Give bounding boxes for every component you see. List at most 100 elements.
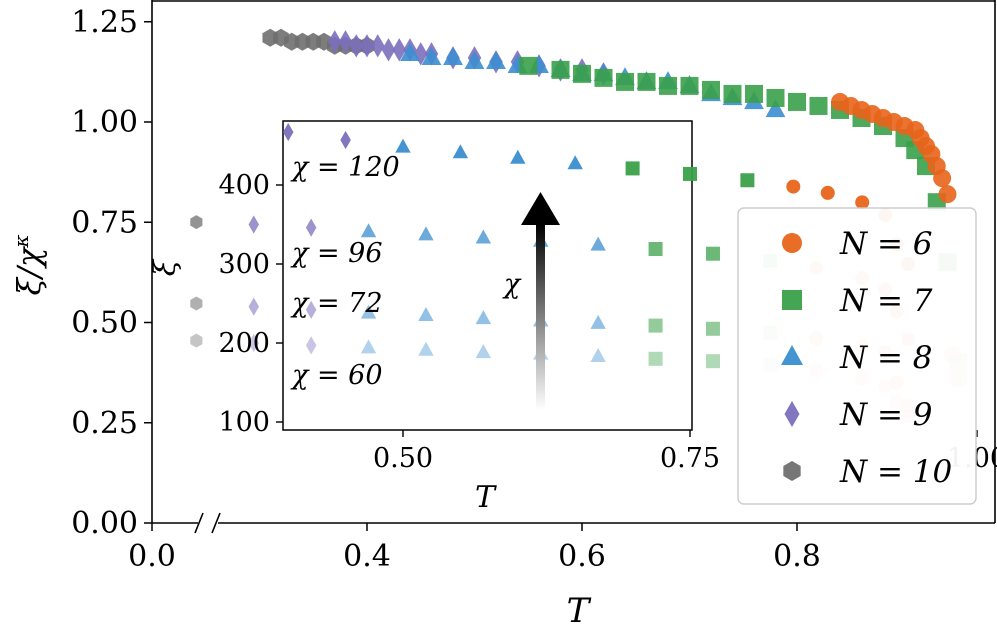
main-x-tick-label: 0.6: [558, 539, 606, 574]
legend-marker-n9: [784, 401, 800, 427]
main-point-n7: [659, 76, 677, 95]
main-point-n9: [338, 30, 353, 54]
main-point-n9: [328, 30, 342, 54]
inset-point-chi-72: [475, 310, 492, 325]
main-point-n9: [381, 38, 396, 62]
inset-point-chi-120: [625, 161, 640, 176]
inset-point-chi-72: [418, 306, 434, 321]
inset-label-chi-60: χ = 60: [290, 360, 383, 391]
main-point-n8: [765, 99, 786, 118]
legend-label: N = 7: [839, 283, 933, 319]
main-y-tick-label: 0.25: [71, 406, 138, 441]
main-point-n7: [702, 80, 720, 99]
inset-point-chi-60: [305, 336, 317, 355]
main-y-axis-label: ξ/χκ: [9, 235, 48, 296]
inset-point-chi-60: [648, 351, 663, 366]
main-point-n9: [371, 34, 385, 58]
legend-label: N = 6: [839, 226, 933, 262]
legend-marker-n7: [782, 290, 802, 310]
legend-box: [737, 207, 977, 505]
inset-point-chi-60: [190, 333, 203, 348]
inset-point-chi-72: [360, 304, 377, 319]
main-y-tick-label: 1.25: [71, 5, 138, 40]
inset-point-chi-96: [190, 215, 203, 230]
inset-y-tick-label: 400: [218, 170, 270, 201]
inset-label-chi-120: χ = 120: [290, 152, 400, 183]
legend-marker-n8: [781, 345, 803, 365]
main-point-n7: [519, 56, 538, 75]
inset-point-chi-120: [740, 173, 755, 188]
inset-point-chi-120: [786, 179, 801, 194]
main-point-n6: [938, 185, 957, 204]
main-x-tick-label: 0.0: [128, 539, 176, 574]
main-point-n7: [551, 60, 570, 79]
main-point-n8: [443, 47, 463, 66]
inset-point-chi-120: [282, 122, 294, 142]
main-point-n6: [933, 169, 952, 188]
legend-label: N = 10: [839, 454, 952, 490]
inset-point-chi-120: [340, 130, 351, 150]
main-x-tick-label: 0.8: [773, 539, 821, 574]
inset-x-tick-label: 0.75: [660, 443, 720, 474]
inset-point-chi-96: [705, 246, 720, 261]
main-point-n7: [616, 72, 634, 91]
main-point-n7: [766, 88, 785, 107]
inset-point-chi-72: [648, 318, 663, 333]
chi-arrow-shaft: [536, 224, 545, 410]
inset-point-chi-96: [590, 236, 606, 251]
main-point-n7: [723, 84, 742, 103]
chi-arrow-label: χ: [502, 269, 522, 300]
inset-point-chi-120: [820, 185, 835, 200]
main-x-tick-label: 0.4: [343, 539, 391, 574]
main-point-n8: [464, 51, 485, 70]
main-point-n8: [486, 51, 506, 70]
main-point-n8: [400, 43, 420, 62]
inset-x-axis-label: T: [475, 480, 497, 515]
main-point-n7: [745, 84, 763, 103]
inset-y-tick-label: 100: [218, 407, 270, 438]
legend-marker-n10: [783, 461, 801, 481]
inset-x-tick-label: 0.50: [373, 443, 433, 474]
inset-point-chi-120: [452, 144, 469, 159]
inset-point-chi-120: [510, 149, 526, 164]
inset-point-chi-60: [248, 333, 260, 353]
inset-point-chi-120: [855, 195, 870, 210]
main-x-axis-label: T: [567, 591, 592, 631]
legend: N = 6N = 7N = 8N = 9N = 10: [737, 207, 977, 505]
inset-point-chi-72: [248, 297, 260, 316]
inset-point-chi-120: [567, 155, 583, 170]
legend-items: N = 6N = 7N = 8N = 9N = 10: [781, 226, 952, 490]
inset-label-chi-72: χ = 72: [290, 288, 383, 319]
main-y-tick-label: 0.50: [71, 306, 138, 341]
inset-point-chi-120: [395, 138, 411, 153]
inset-point-chi-72: [190, 296, 203, 311]
main-point-n7: [680, 76, 699, 95]
inset-point-chi-60: [590, 348, 606, 363]
legend-label: N = 8: [839, 340, 933, 376]
chi-arrow-head: [521, 192, 560, 225]
inset-point-chi-72: [590, 314, 606, 329]
inset-point-chi-96: [418, 226, 434, 241]
inset-group-labels: χ = 120 χ = 96 χ = 72 χ = 60: [290, 152, 400, 391]
main-point-n9: [349, 34, 363, 58]
inset-background: [282, 120, 693, 431]
inset-point-chi-72: [305, 300, 317, 319]
legend-marker-n6: [782, 233, 802, 253]
main-point-n7: [788, 92, 806, 111]
main-point-n8: [421, 47, 442, 66]
inset-point-chi-120: [683, 166, 697, 181]
inset-y-axis-label: ξ: [148, 258, 183, 276]
inset-y-tick-label: 300: [218, 249, 270, 280]
main-point-n7: [573, 64, 591, 83]
inset-point-chi-60: [475, 344, 492, 359]
main-y-tick-label: 0.75: [71, 205, 138, 240]
main-point-n7: [809, 96, 828, 115]
inset-label-chi-96: χ = 96: [290, 238, 383, 269]
axis-break-marks: [194, 512, 221, 534]
inset-point-chi-60: [360, 339, 377, 354]
main-point-n7: [594, 68, 613, 87]
inset-point-chi-96: [305, 218, 317, 237]
inset-point-chi-96: [360, 223, 377, 238]
